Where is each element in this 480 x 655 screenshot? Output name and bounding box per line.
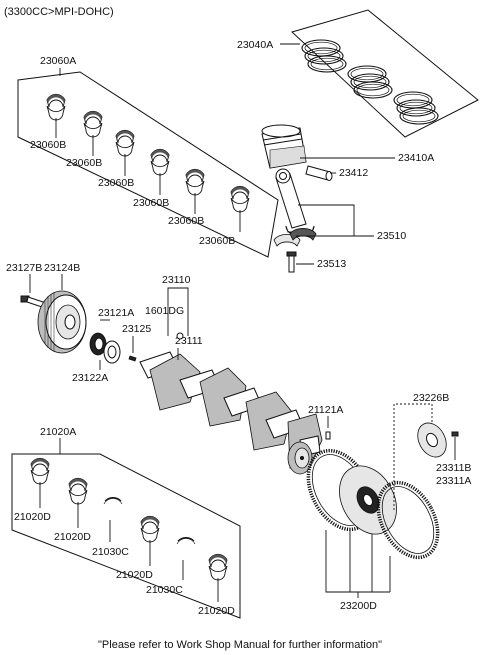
label-23127B: 23127B (6, 262, 42, 274)
label-23110: 23110 (162, 274, 191, 286)
label-23200D: 23200D (340, 600, 377, 612)
crankshaft-illustration (139, 351, 323, 475)
drive-plate-group: 21121A 23226B 23311B 23311A 23200D (306, 392, 471, 612)
main-bearing-shells-illustration (30, 457, 228, 581)
label-23060A: 23060A (40, 55, 76, 67)
label-23311A: 23311A (436, 475, 471, 487)
connecting-rod-bearing-group: 23060A 23060B 23060B 23060B 23060B 23060… (17, 55, 279, 258)
label-21030C-1: 21030C (92, 546, 129, 558)
label-21030C-2: 21030C (146, 584, 183, 596)
label-21121A: 21121A (308, 404, 343, 416)
label-23121A: 23121A (98, 307, 134, 319)
plug-part (176, 332, 184, 340)
label-21020D-4: 21020D (198, 605, 235, 617)
main-bearing-group: 21020A 21020D 21020D 21030C 21020D 21030… (11, 426, 241, 619)
label-23122A: 23122A (72, 372, 108, 384)
label-23124B: 23124B (44, 262, 80, 274)
label-23060B-4: 23060B (133, 197, 169, 209)
engine-spec-title: (3300CC>MPI-DOHC) (4, 6, 114, 18)
label-21020A: 21020A (40, 426, 76, 438)
footer-note: "Please refer to Work Shop Manual for fu… (98, 639, 382, 651)
label-23410A: 23410A (398, 152, 434, 164)
label-21020D-2: 21020D (54, 531, 91, 543)
label-23060B-6: 23060B (199, 235, 235, 247)
piston-ring-illustration (301, 39, 439, 125)
label-23510: 23510 (377, 230, 406, 242)
label-23040A: 23040A (237, 39, 273, 51)
label-21020D-3: 21020D (116, 569, 153, 581)
crankshaft-group: 23111 23110 1601DG (139, 274, 323, 475)
piston-assembly: 23410A 23412 23510 23513 (261, 124, 434, 273)
label-21020D-1: 21020D (14, 511, 51, 523)
label-1601DG: 1601DG (145, 305, 184, 317)
label-23060B-3: 23060B (98, 177, 134, 189)
label-23060B-2: 23060B (66, 157, 102, 169)
label-23060B-5: 23060B (168, 215, 204, 227)
label-23513: 23513 (317, 258, 346, 270)
piston-ring-set-group: 23040A (237, 9, 479, 138)
label-23125: 23125 (122, 323, 151, 335)
label-23412: 23412 (339, 167, 368, 179)
label-23226B: 23226B (413, 392, 449, 404)
label-23060B-1: 23060B (30, 139, 66, 151)
damper-pulley-group: 23127B 23124B 23121A 23122A 23125 (6, 262, 151, 384)
label-23311B: 23311B (436, 462, 471, 474)
bearing-shells-illustration (46, 93, 250, 213)
